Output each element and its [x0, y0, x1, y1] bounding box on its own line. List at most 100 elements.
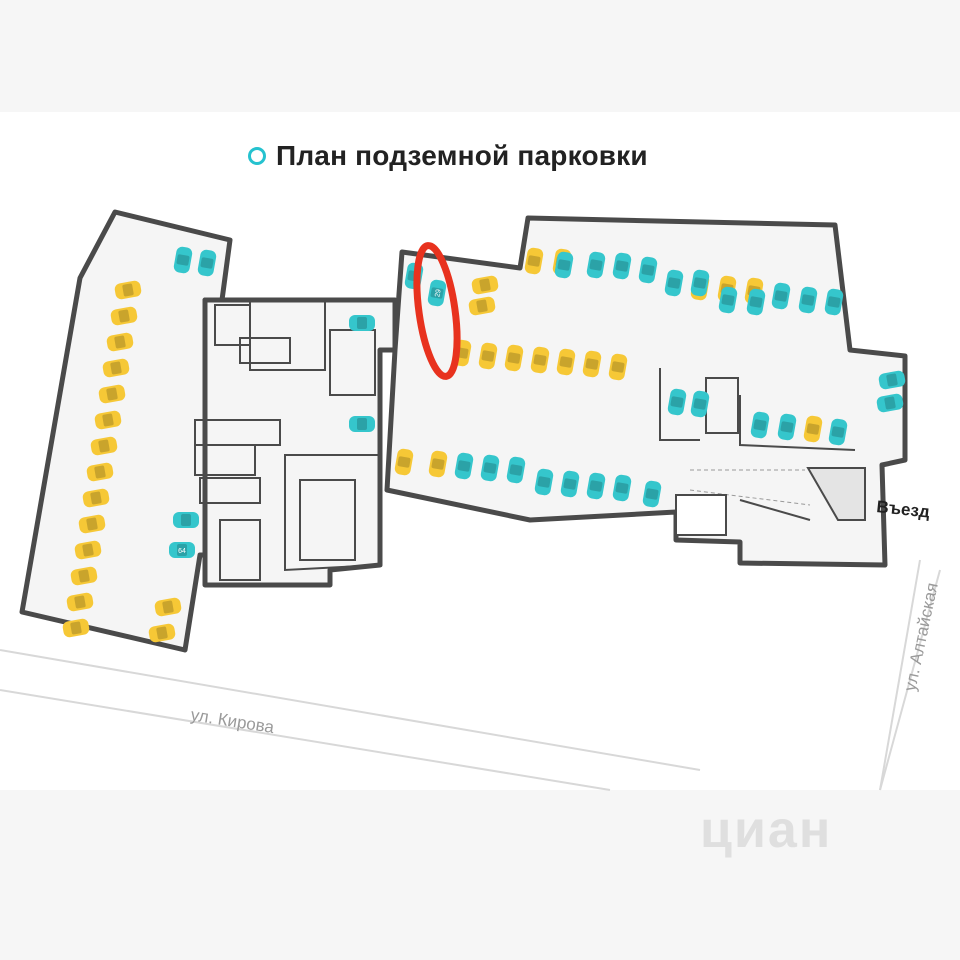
parking-spot[interactable]: [478, 342, 498, 370]
car-icon: [110, 306, 138, 326]
parking-spot[interactable]: [154, 597, 182, 617]
parking-spot-available[interactable]: [612, 474, 632, 502]
car-icon: [148, 623, 176, 643]
parking-spot[interactable]: [66, 592, 94, 612]
parking-spot-available[interactable]: [876, 393, 904, 413]
parking-spot-available[interactable]: [690, 269, 710, 297]
car-icon: [94, 410, 122, 430]
parking-spot-available[interactable]: [638, 256, 658, 284]
parking-spot-available[interactable]: [612, 252, 632, 280]
parking-spot-available[interactable]: [173, 512, 199, 528]
parking-spot-available[interactable]: [534, 468, 554, 496]
parking-spot[interactable]: [110, 306, 138, 326]
parking-spot[interactable]: [148, 623, 176, 643]
car-window-icon: [559, 356, 573, 368]
car-window-icon: [476, 299, 488, 313]
parking-spot[interactable]: [394, 448, 414, 476]
car-window-icon: [430, 287, 444, 299]
parking-spot[interactable]: [70, 566, 98, 586]
car-window-icon: [611, 361, 625, 373]
floor-outline: [19, 209, 908, 653]
car-window-icon: [176, 254, 190, 266]
parking-spot-available[interactable]: 29: [427, 279, 447, 307]
parking-spot[interactable]: [106, 332, 134, 352]
parking-spot[interactable]: [102, 358, 130, 378]
parking-spot[interactable]: [556, 348, 576, 376]
car-window-icon: [884, 396, 896, 410]
parking-spot[interactable]: [468, 296, 496, 316]
car-icon: [560, 470, 580, 498]
bottom-band: [0, 790, 960, 960]
parking-spot[interactable]: [428, 450, 448, 478]
parking-spot-available[interactable]: [664, 269, 684, 297]
parking-spot[interactable]: [114, 280, 142, 300]
parking-spot-available[interactable]: [690, 390, 710, 418]
car-icon: [468, 296, 496, 316]
car-icon: [66, 592, 94, 612]
parking-spot[interactable]: [471, 275, 499, 295]
parking-spot-available[interactable]: [586, 472, 606, 500]
car-icon: [506, 456, 526, 484]
car-icon: [534, 468, 554, 496]
parking-spot-available[interactable]: [560, 470, 580, 498]
parking-spot[interactable]: [62, 618, 90, 638]
car-window-icon: [90, 491, 102, 505]
parking-spot-available[interactable]: [197, 249, 217, 277]
parking-spot[interactable]: [582, 350, 602, 378]
car-icon: [427, 279, 447, 307]
car-icon: [554, 251, 574, 279]
parking-spot[interactable]: [530, 346, 550, 374]
car-icon: [504, 344, 524, 372]
car-window-icon: [693, 277, 707, 289]
parking-spot[interactable]: [98, 384, 126, 404]
car-window-icon: [82, 543, 94, 557]
parking-spot-available[interactable]: [480, 454, 500, 482]
entrance-ramp: [675, 467, 866, 536]
parking-spot[interactable]: [90, 436, 118, 456]
parking-spot-available[interactable]: [771, 282, 791, 310]
parking-spot-available[interactable]: [554, 251, 574, 279]
car-icon: [690, 390, 710, 418]
parking-spot[interactable]: [86, 462, 114, 482]
parking-spot-available[interactable]: [667, 388, 687, 416]
car-icon: [349, 315, 375, 331]
car-window-icon: [118, 309, 130, 323]
car-window-icon: [827, 296, 841, 308]
parking-spot[interactable]: [74, 540, 102, 560]
parking-spot-available[interactable]: [828, 418, 848, 446]
car-window-icon: [431, 458, 445, 470]
parking-spot[interactable]: [94, 410, 122, 430]
parking-spot-available[interactable]: [878, 370, 906, 390]
parking-spot-available[interactable]: [349, 315, 375, 331]
parking-spot-available[interactable]: [718, 286, 738, 314]
parking-spot-available[interactable]: [746, 288, 766, 316]
car-icon: [98, 384, 126, 404]
parking-spot[interactable]: [504, 344, 524, 372]
parking-spot-available[interactable]: [454, 452, 474, 480]
parking-spot[interactable]: [78, 514, 106, 534]
parking-spot[interactable]: [608, 353, 628, 381]
car-icon: [638, 256, 658, 284]
parking-spot-available[interactable]: [506, 456, 526, 484]
parking-spot-available[interactable]: [173, 246, 193, 274]
parking-spot-available[interactable]: [349, 416, 375, 432]
car-icon: [106, 332, 134, 352]
car-window-icon: [667, 277, 681, 289]
parking-spot-available[interactable]: [777, 413, 797, 441]
car-window-icon: [886, 373, 898, 387]
parking-spot[interactable]: [82, 488, 110, 508]
parking-spot-available[interactable]: 64: [169, 542, 195, 558]
parking-spot-available[interactable]: [642, 480, 662, 508]
car-window-icon: [537, 476, 551, 488]
parking-spot-available[interactable]: [798, 286, 818, 314]
car-icon: [454, 452, 474, 480]
car-icon: [86, 462, 114, 482]
parking-spot-available[interactable]: [750, 411, 770, 439]
parking-spot-available[interactable]: [824, 288, 844, 316]
parking-spot[interactable]: [524, 247, 544, 275]
parking-spot[interactable]: [803, 415, 823, 443]
car-icon: [74, 540, 102, 560]
car-icon: [750, 411, 770, 439]
car-window-icon: [509, 464, 523, 476]
parking-spot-available[interactable]: [586, 251, 606, 279]
